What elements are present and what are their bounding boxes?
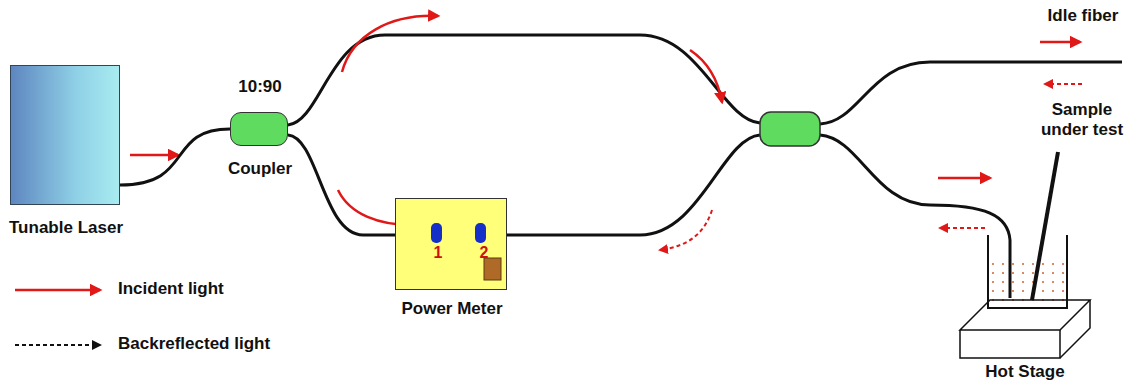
node-label: Power Meter [372,299,532,319]
node-label: Coupler [200,159,320,179]
annotation: Sample under test [1040,100,1124,141]
legend-entry: Backreflected light [118,334,270,354]
fiber-connector [288,135,395,235]
incident-arrow [15,16,1080,290]
laser-box: Tunable Laser [10,65,120,205]
node-label: Tunable Laser [6,218,126,238]
coupler: 10:90Coupler [230,112,288,146]
node-label: 1 [430,243,446,262]
legend-dashed-sample [15,344,100,346]
detectors [395,198,507,290]
power-meter: 12Power Meter [395,198,507,290]
coupler [760,112,820,146]
annotation: Idle fiber [1040,6,1126,26]
hot-stage-block [955,292,1095,362]
legend-text: Backreflected light [118,334,270,353]
backreflected-arrow [660,84,1082,250]
legend-entry: Incident light [118,279,224,299]
fiber [288,35,1122,298]
hot-stage: Hot Stage [955,292,1095,362]
node-label: 10:90 [210,77,310,97]
node-label: 2 [476,243,492,262]
legend-text: Incident light [118,279,224,298]
fiber-connector [120,129,230,185]
node-label: Hot Stage [955,362,1095,382]
beaker [988,152,1067,308]
